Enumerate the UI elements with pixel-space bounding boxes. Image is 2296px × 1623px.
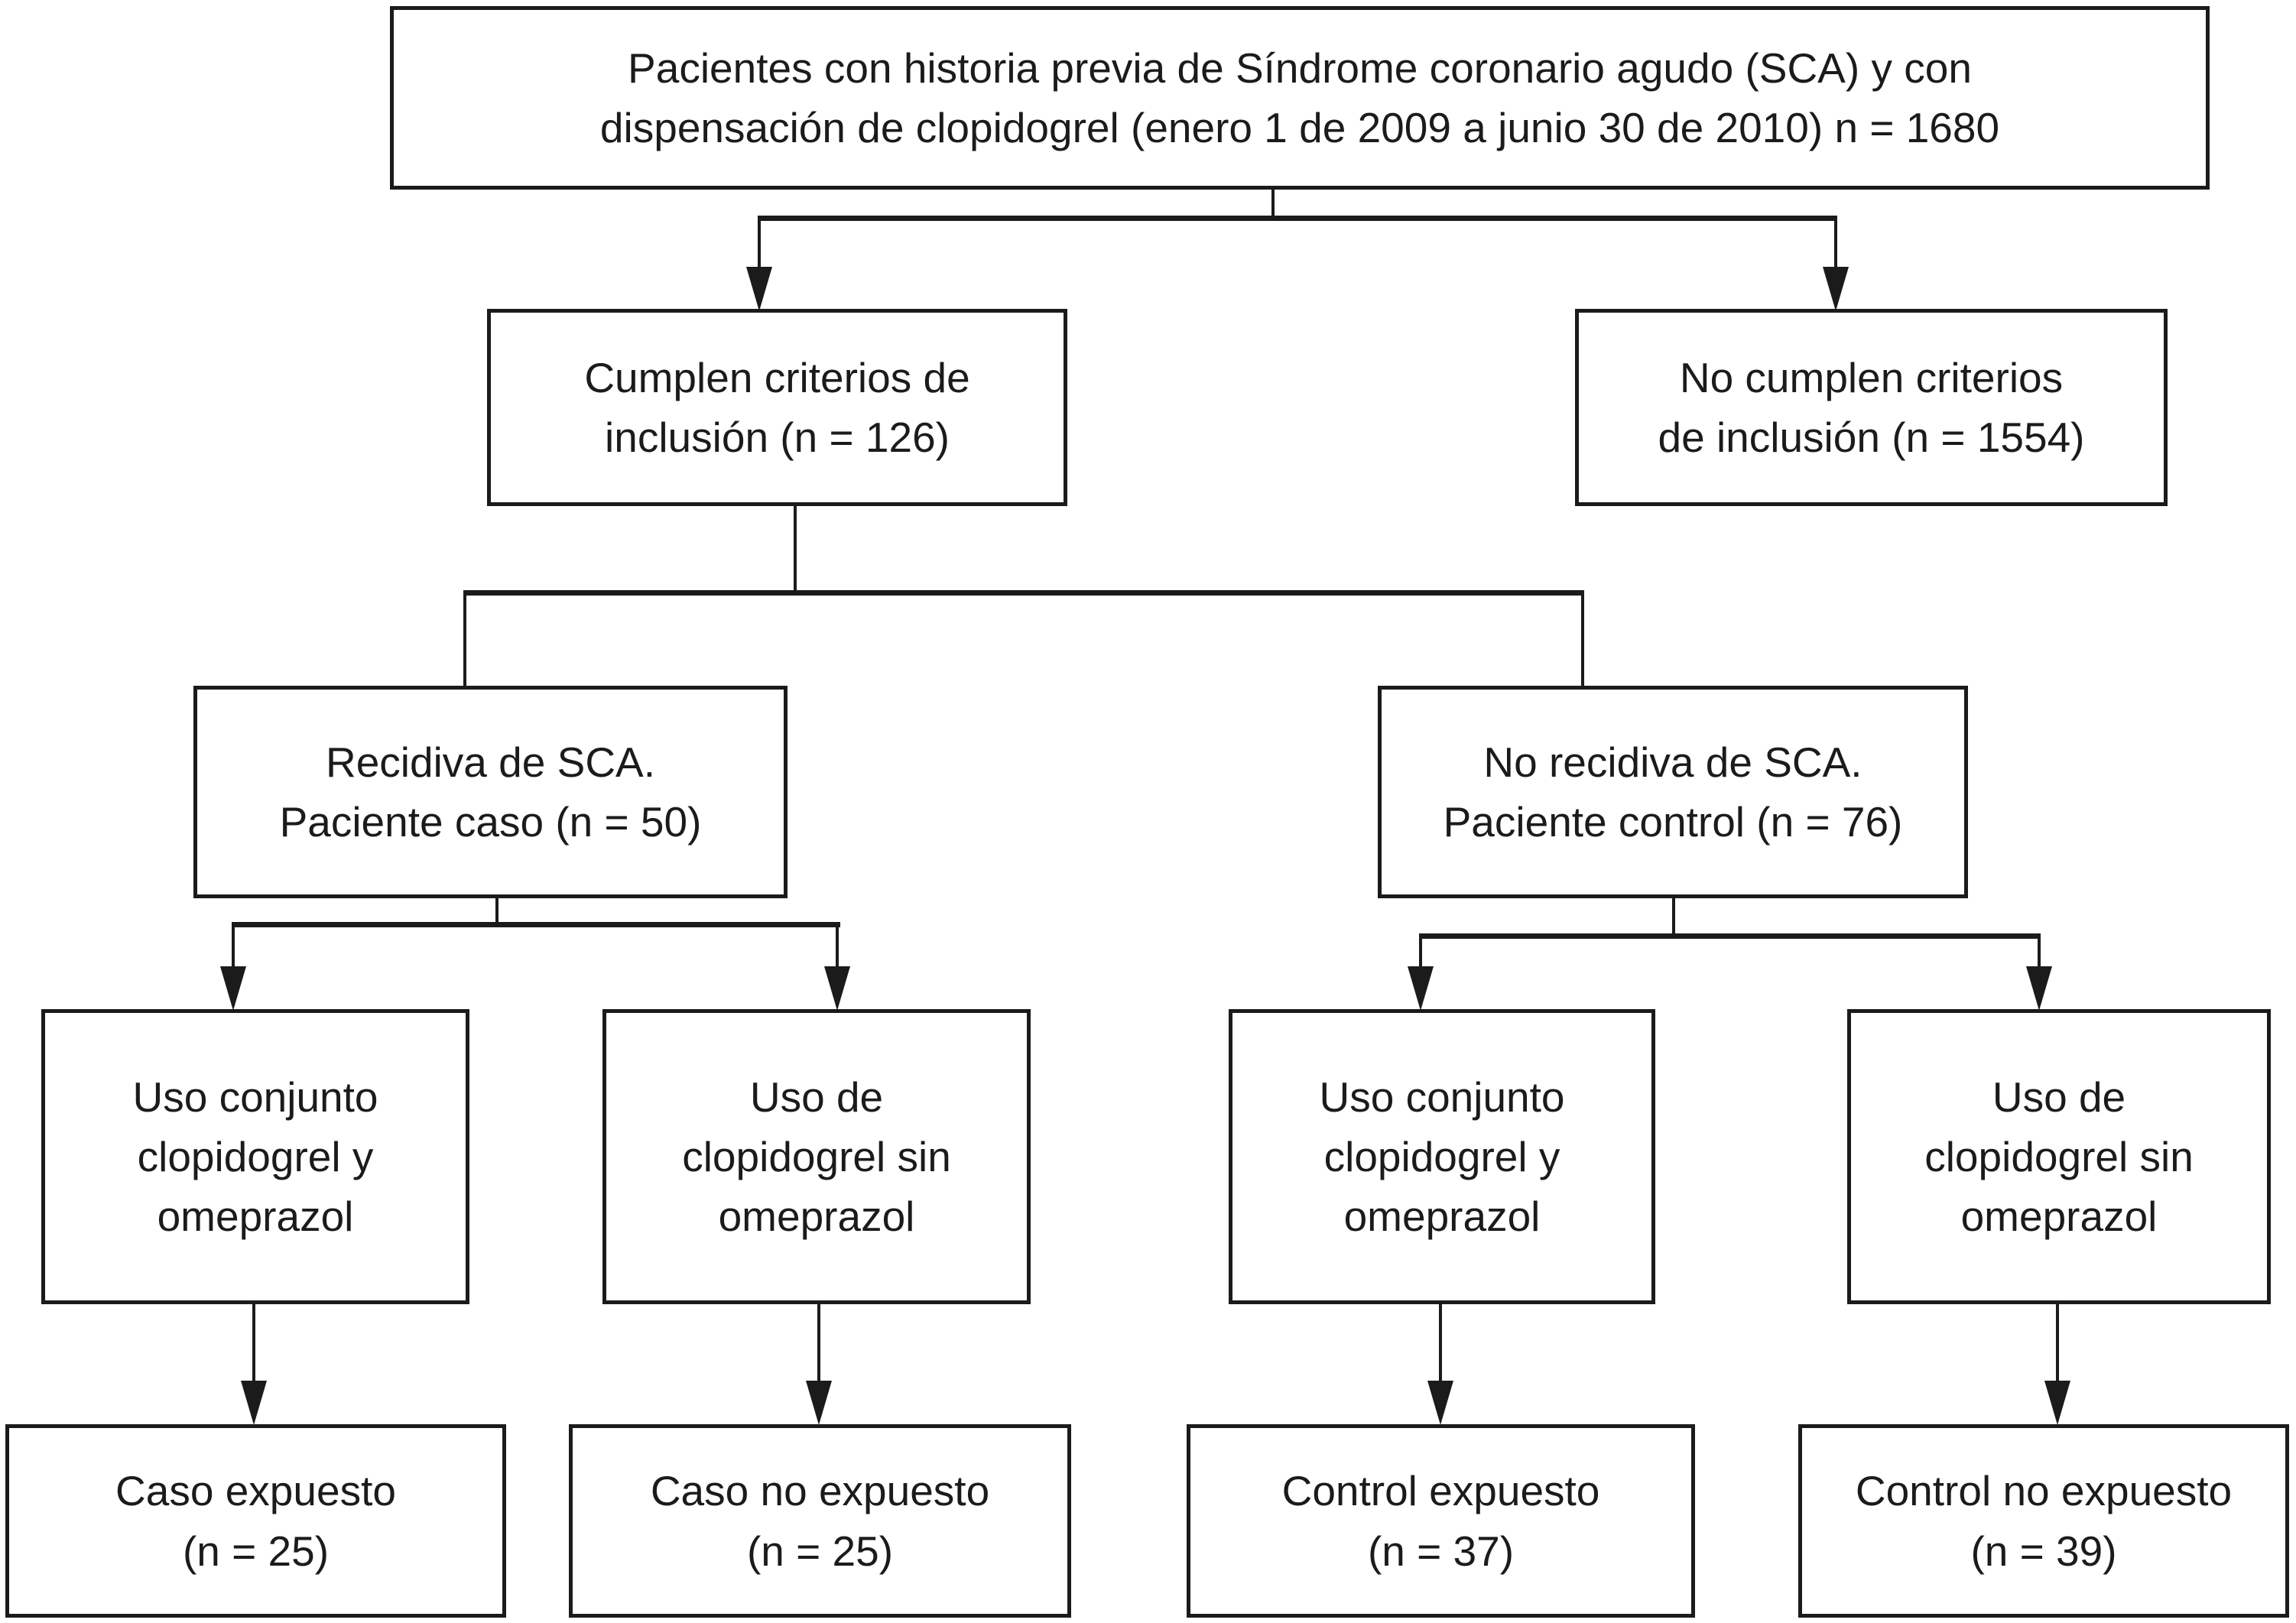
- node-caso-no-expuesto: Caso no expuesto (n = 25): [569, 1424, 1071, 1618]
- connector-control-no-expuesto-line: [2056, 1304, 2059, 1384]
- connector-caso-no-expuesto-line: [817, 1304, 820, 1384]
- node-cumplen-criterios: Cumplen criterios de inclusión (n = 126): [487, 309, 1067, 506]
- arrowhead-caso-expuesto: [241, 1381, 267, 1425]
- connector-control-bar: [1419, 933, 2041, 939]
- node-caso-expuesto: Caso expuesto (n = 25): [5, 1424, 506, 1618]
- node-caso-uso-sin: Uso de clopidogrel sin omeprazol: [602, 1009, 1031, 1304]
- connector-root-bar: [758, 216, 1837, 221]
- node-control-no-expuesto: Control no expuesto (n = 39): [1798, 1424, 2289, 1618]
- connector-control-drop-left: [1419, 933, 1422, 969]
- connector-caso-bar: [232, 922, 840, 927]
- node-control-uso-sin: Uso de clopidogrel sin omeprazol: [1847, 1009, 2271, 1304]
- connector-root-drop-right: [1834, 216, 1837, 269]
- connector-caso-drop-right: [836, 922, 839, 969]
- arrowhead-control-expuesto: [1427, 1381, 1453, 1425]
- connector-control-expuesto-line: [1439, 1304, 1442, 1384]
- node-control-uso-conjunto: Uso conjunto clopidogrel y omeprazol: [1229, 1009, 1655, 1304]
- connector-control-stem: [1672, 898, 1675, 939]
- connector-control-drop-right: [2038, 933, 2041, 969]
- arrowhead-cumplen: [746, 267, 772, 311]
- node-no-cumplen-criterios: No cumplen criterios de inclusión (n = 1…: [1575, 309, 2168, 506]
- arrowhead-caso-con: [220, 966, 246, 1011]
- arrowhead-control-sin: [2026, 966, 2052, 1011]
- node-control-expuesto: Control expuesto (n = 37): [1187, 1424, 1695, 1618]
- connector-cumplen-stem: [794, 506, 797, 596]
- connector-caso-expuesto-line: [252, 1304, 255, 1384]
- node-no-recidiva-control: No recidiva de SCA. Paciente control (n …: [1378, 686, 1968, 898]
- node-caso-uso-conjunto: Uso conjunto clopidogrel y omeprazol: [41, 1009, 469, 1304]
- node-pacientes-sca: Pacientes con historia previa de Síndrom…: [390, 6, 2210, 190]
- connector-root-drop-left: [758, 216, 761, 269]
- arrowhead-no-cumplen: [1823, 267, 1849, 311]
- node-recidiva-caso: Recidiva de SCA. Paciente caso (n = 50): [193, 686, 788, 898]
- arrowhead-caso-sin: [824, 966, 850, 1011]
- arrowhead-control-con: [1408, 966, 1434, 1011]
- connector-cumplen-drop-right: [1581, 590, 1584, 686]
- connector-root-stem: [1271, 190, 1275, 219]
- connector-cumplen-drop-left: [463, 590, 466, 686]
- connector-cumplen-bar: [463, 590, 1584, 596]
- connector-caso-stem: [495, 898, 498, 927]
- connector-caso-drop-left: [232, 922, 235, 969]
- arrowhead-caso-no-expuesto: [806, 1381, 832, 1425]
- arrowhead-control-no-expuesto: [2044, 1381, 2070, 1425]
